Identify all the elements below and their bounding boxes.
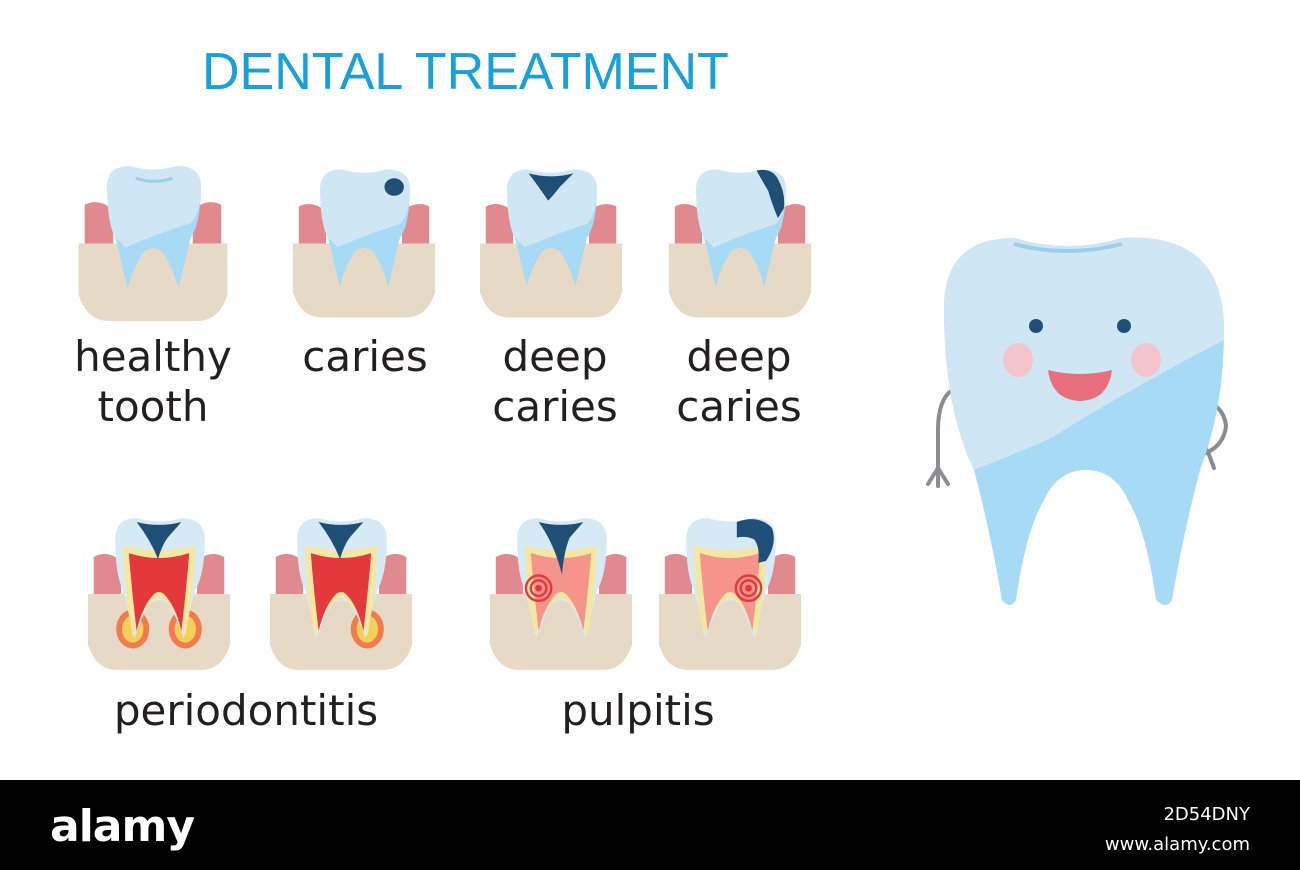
image-id: 2D54DNY <box>1163 804 1250 825</box>
healthy-tooth-illustration <box>78 166 228 321</box>
page-title: DENTAL TREATMENT <box>202 43 729 101</box>
watermark-footer <box>0 780 1300 870</box>
label-deep-caries-2-line2: caries <box>676 382 802 431</box>
smiling-tooth-mascot <box>926 237 1229 605</box>
label-healthy-line2: tooth <box>97 382 209 431</box>
pulpitis-tooth-illustration-2 <box>658 518 802 670</box>
label-deep-caries-1-line2: caries <box>492 382 618 431</box>
label-deep-caries-2-line1: deep <box>686 332 792 381</box>
label-pulpitis: pulpitis <box>561 686 715 735</box>
caries-tooth-illustration <box>292 169 436 318</box>
label-healthy-line1: healthy <box>74 332 232 381</box>
alamy-logo: alamy <box>50 801 195 852</box>
periodontitis-tooth-illustration-2 <box>269 518 413 670</box>
site-url: www.alamy.com <box>1104 834 1250 855</box>
deep-caries-tooth-illustration-2 <box>668 169 812 318</box>
label-caries: caries <box>302 332 428 381</box>
label-periodontitis: periodontitis <box>113 686 379 735</box>
periodontitis-tooth-illustration-1 <box>87 518 231 670</box>
label-deep-caries-1-line1: deep <box>502 332 608 381</box>
pulpitis-tooth-illustration-1 <box>489 518 633 670</box>
deep-caries-tooth-illustration-1 <box>479 169 623 318</box>
